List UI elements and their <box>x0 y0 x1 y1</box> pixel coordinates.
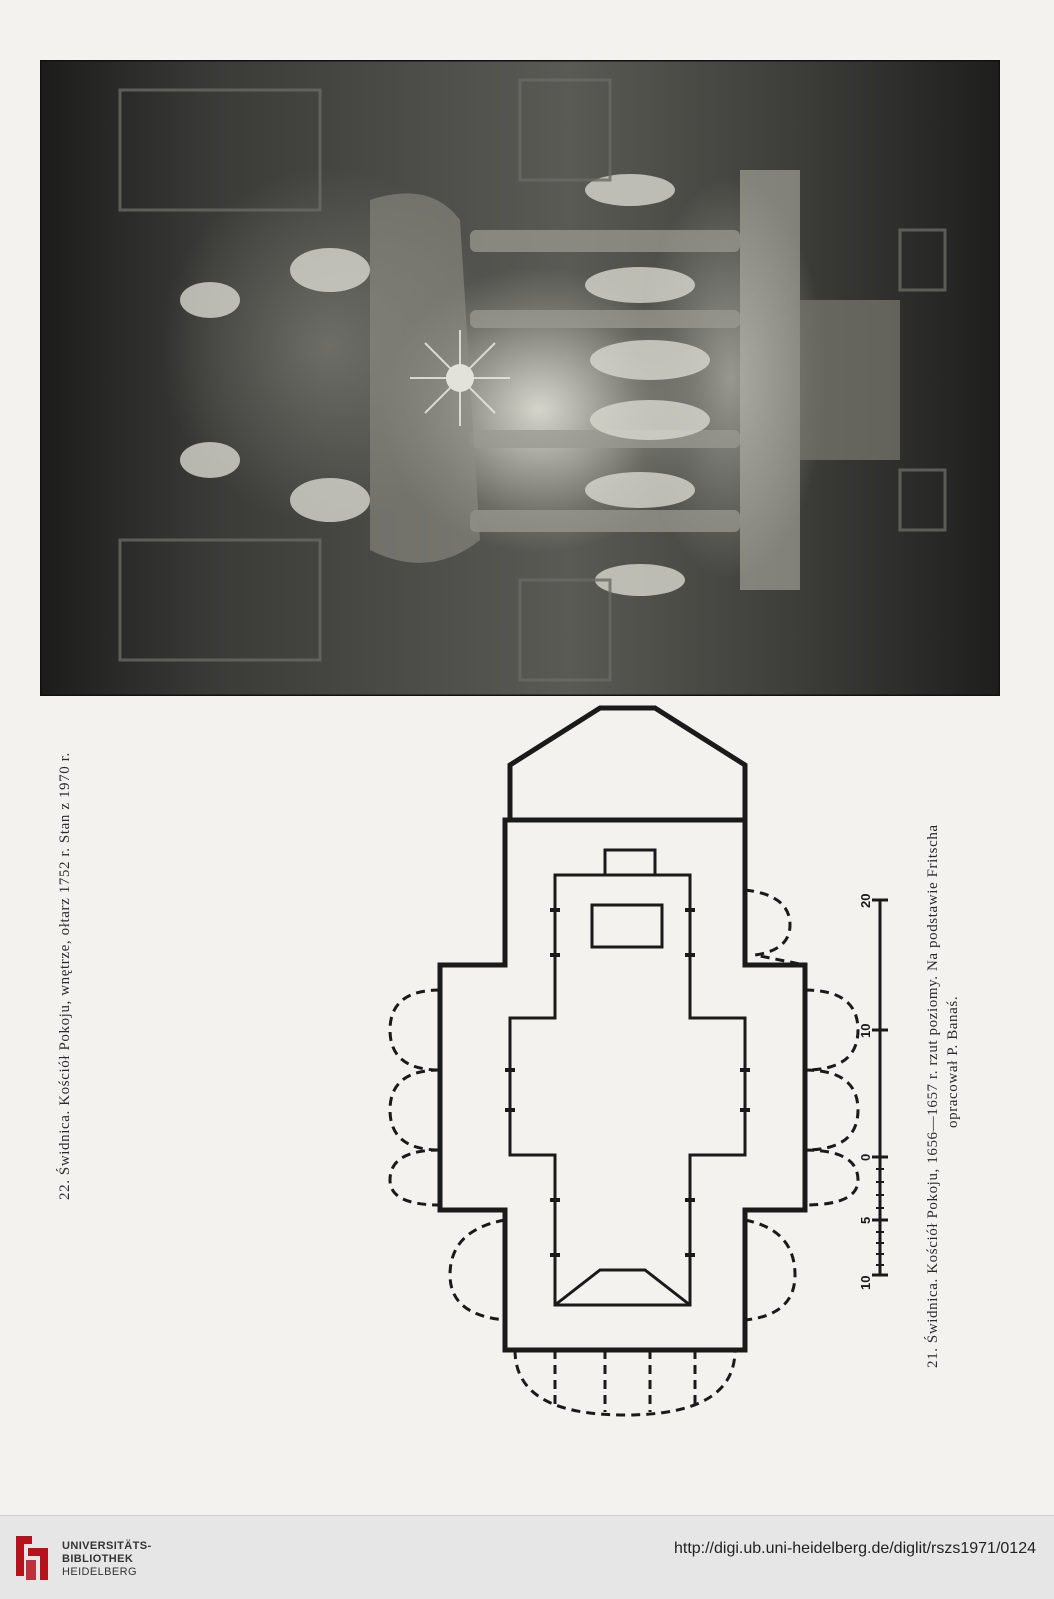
scale-label-5: 5 <box>858 1217 873 1224</box>
altar-niche <box>603 848 657 877</box>
annex-right-sacristy <box>744 888 806 967</box>
scale-label-10: 10 <box>858 1024 873 1038</box>
altar-photograph <box>40 60 1000 696</box>
annex-right-2 <box>804 1068 860 1152</box>
annex-west-porch <box>513 1349 737 1417</box>
figure-21-caption-line2: opracował P. Banaś. <box>945 995 961 1128</box>
figure-21-caption-line1: 21. Świdnica. Kościół Pokoju, 1656—1657 … <box>925 824 941 1368</box>
figure-22-caption: 22. Świdnica. Kościół Pokoju, wnętrze, o… <box>57 752 73 1200</box>
annex-left-1 <box>388 988 441 1072</box>
organ-gallery <box>554 1268 691 1307</box>
inner-nave <box>508 873 747 1307</box>
library-name-line2: BIBLIOTHEK <box>62 1553 134 1565</box>
library-logo-icon <box>16 1536 48 1580</box>
annex-left-porch <box>448 1218 506 1322</box>
annex-right-porch <box>744 1218 797 1322</box>
scanned-page: 22. Świdnica. Kościół Pokoju, wnętrze, o… <box>40 60 1000 1417</box>
scale-bar <box>872 898 888 1277</box>
scale-label-20: 20 <box>858 894 873 908</box>
outer-walls <box>437 817 808 1353</box>
library-name-line3: HEIDELBERG <box>62 1566 137 1578</box>
apse-walls <box>507 705 748 820</box>
permalink-url[interactable]: http://digi.ub.uni-heidelberg.de/diglit/… <box>673 1540 1036 1557</box>
annex-right-1 <box>804 988 860 1072</box>
viewer-footer: UNIVERSITÄTS- BIBLIOTHEK HEIDELBERG http… <box>0 1515 1054 1599</box>
annex-right-3 <box>804 1148 860 1207</box>
annex-left-2 <box>388 1068 441 1152</box>
scale-label-0: 0 <box>858 1154 873 1161</box>
altar-photo-detail <box>40 60 1000 696</box>
scale-label-10-left: 10 <box>858 1276 873 1290</box>
annex-left-3 <box>388 1148 441 1207</box>
church-floor-plan: 10 5 0 10 20 <box>388 705 888 1417</box>
library-name-line1: UNIVERSITÄTS- <box>62 1540 152 1552</box>
altar-block <box>590 903 664 949</box>
